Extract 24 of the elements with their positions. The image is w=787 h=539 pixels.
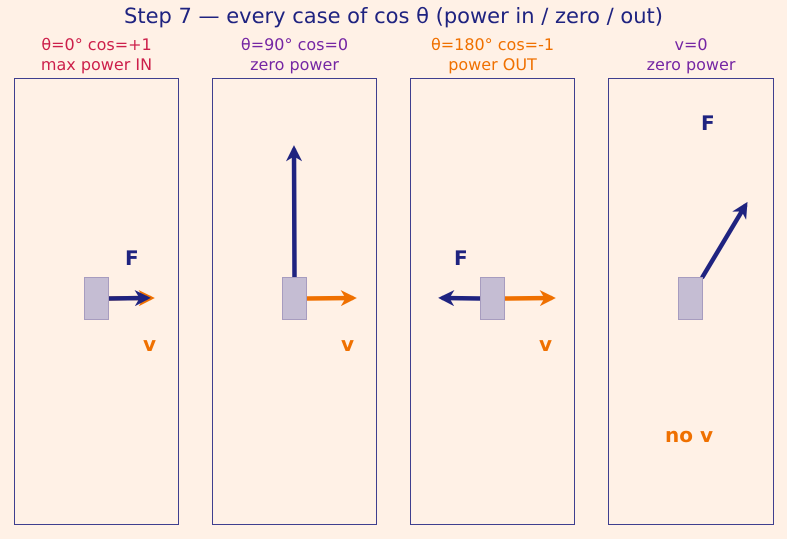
note-label: no v — [665, 425, 713, 445]
arrow — [286, 145, 302, 280]
block — [84, 276, 108, 320]
case-subheading: power OUT — [447, 55, 538, 74]
case-subheading: max power IN — [40, 55, 154, 74]
case-heading: θ=90° cos=0 — [240, 35, 350, 54]
edge-label: v — [341, 334, 354, 354]
case-heading: θ=0° cos=+1 — [40, 35, 153, 54]
case-subheading: zero power — [646, 55, 736, 74]
block — [678, 276, 702, 320]
edge-label: v — [143, 334, 156, 354]
case-subheading: zero power — [249, 55, 340, 74]
block — [480, 276, 504, 320]
case-heading: v=0 — [673, 35, 709, 54]
case-heading: θ=180° cos=-1 — [430, 35, 556, 54]
edge-label: F — [701, 113, 715, 133]
block — [282, 276, 306, 320]
edge-label: v — [539, 334, 552, 354]
edge-label: F — [454, 248, 468, 268]
arrow — [304, 290, 357, 306]
edge-label: F — [125, 248, 139, 268]
arrow — [502, 290, 556, 306]
arrow — [700, 202, 748, 280]
title: Step 7 — every case of cos θ (power in / zero / out) — [123, 4, 664, 28]
